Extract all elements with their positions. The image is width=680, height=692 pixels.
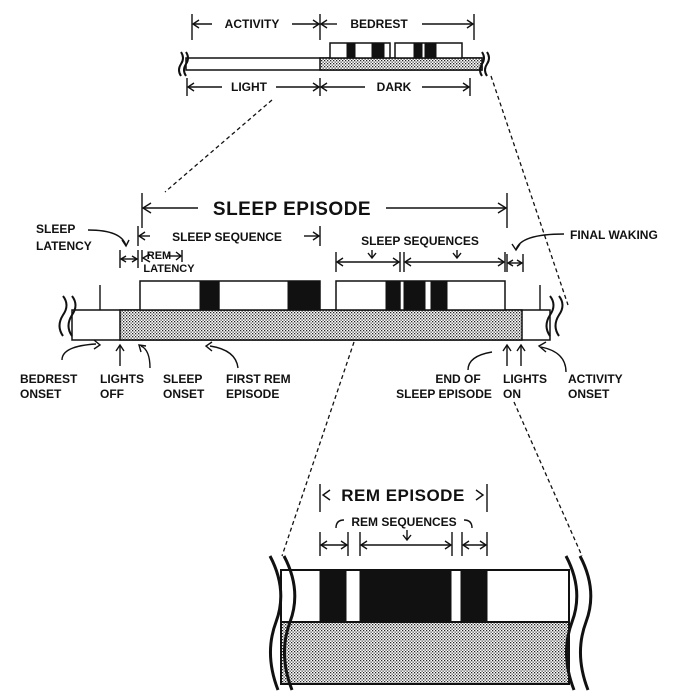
rem-latency-label-2: LATENCY [143,263,195,275]
activity-onset-label-2: ONSET [568,387,610,401]
lights-on-label-1: LIGHTS [503,372,547,386]
first-rem-episode-label-2: EPISODE [226,387,279,401]
end-sleep-episode-label-1: END OF [435,372,480,386]
zoom-line-left-2 [281,341,355,557]
rem-sequence-block-2 [359,569,452,623]
rem-episode-label: REM EPISODE [341,486,465,505]
sleep-latency-label-2: LATENCY [36,239,92,253]
final-waking-label: FINAL WAKING [570,228,658,242]
bottom-bar-lower [280,621,570,685]
top-timeline: ACTIVITY BEDREST LIGHT DARK [178,14,490,96]
sleep-sequence-label: SLEEP SEQUENCE [172,230,282,244]
sleep-latency-label-1: SLEEP [36,222,75,236]
lights-off-label-1: LIGHTS [100,372,144,386]
bedrest-label: BEDREST [350,17,408,31]
activity-label: ACTIVITY [225,17,280,31]
sleep-sequences-label: SLEEP SEQUENCES [361,234,479,248]
dark-label: DARK [377,80,412,94]
end-sleep-episode-label-2: SLEEP EPISODE [396,387,492,401]
rem-block-2 [287,280,321,311]
middle-bar-dark-phase [119,309,523,341]
zoom-line-right-2 [513,401,583,557]
sleep-onset-label-1: SLEEP [163,372,202,386]
zoom-line-right-1 [490,75,569,306]
middle-timeline: SLEEP EPISODE SLEEP LATENCY SLEEP SEQUEN… [20,193,658,401]
lights-on-label-2: ON [503,387,521,401]
rem-sequence-block-1 [319,569,347,623]
sleep-onset-label-2: ONSET [163,387,205,401]
top-bar-dark-phase [319,57,483,71]
rem-sequences-label: REM SEQUENCES [351,515,456,529]
light-label: LIGHT [231,80,268,94]
sleep-episode-label: SLEEP EPISODE [213,199,371,220]
bedrest-onset-label-1: BEDREST [20,372,78,386]
bedrest-onset-label-2: ONSET [20,387,62,401]
first-rem-episode-label-1: FIRST REM [226,372,291,386]
zoom-line-left-1 [164,99,273,193]
first-rem-block [199,280,219,311]
rem-latency-label-1: REM [147,250,171,262]
activity-onset-label-1: ACTIVITY [568,372,623,386]
bottom-rem-detail: REM EPISODE REM SEQUENCES [268,484,593,691]
rem-sequence-block-3 [460,569,488,623]
lights-off-label-2: OFF [100,387,124,401]
